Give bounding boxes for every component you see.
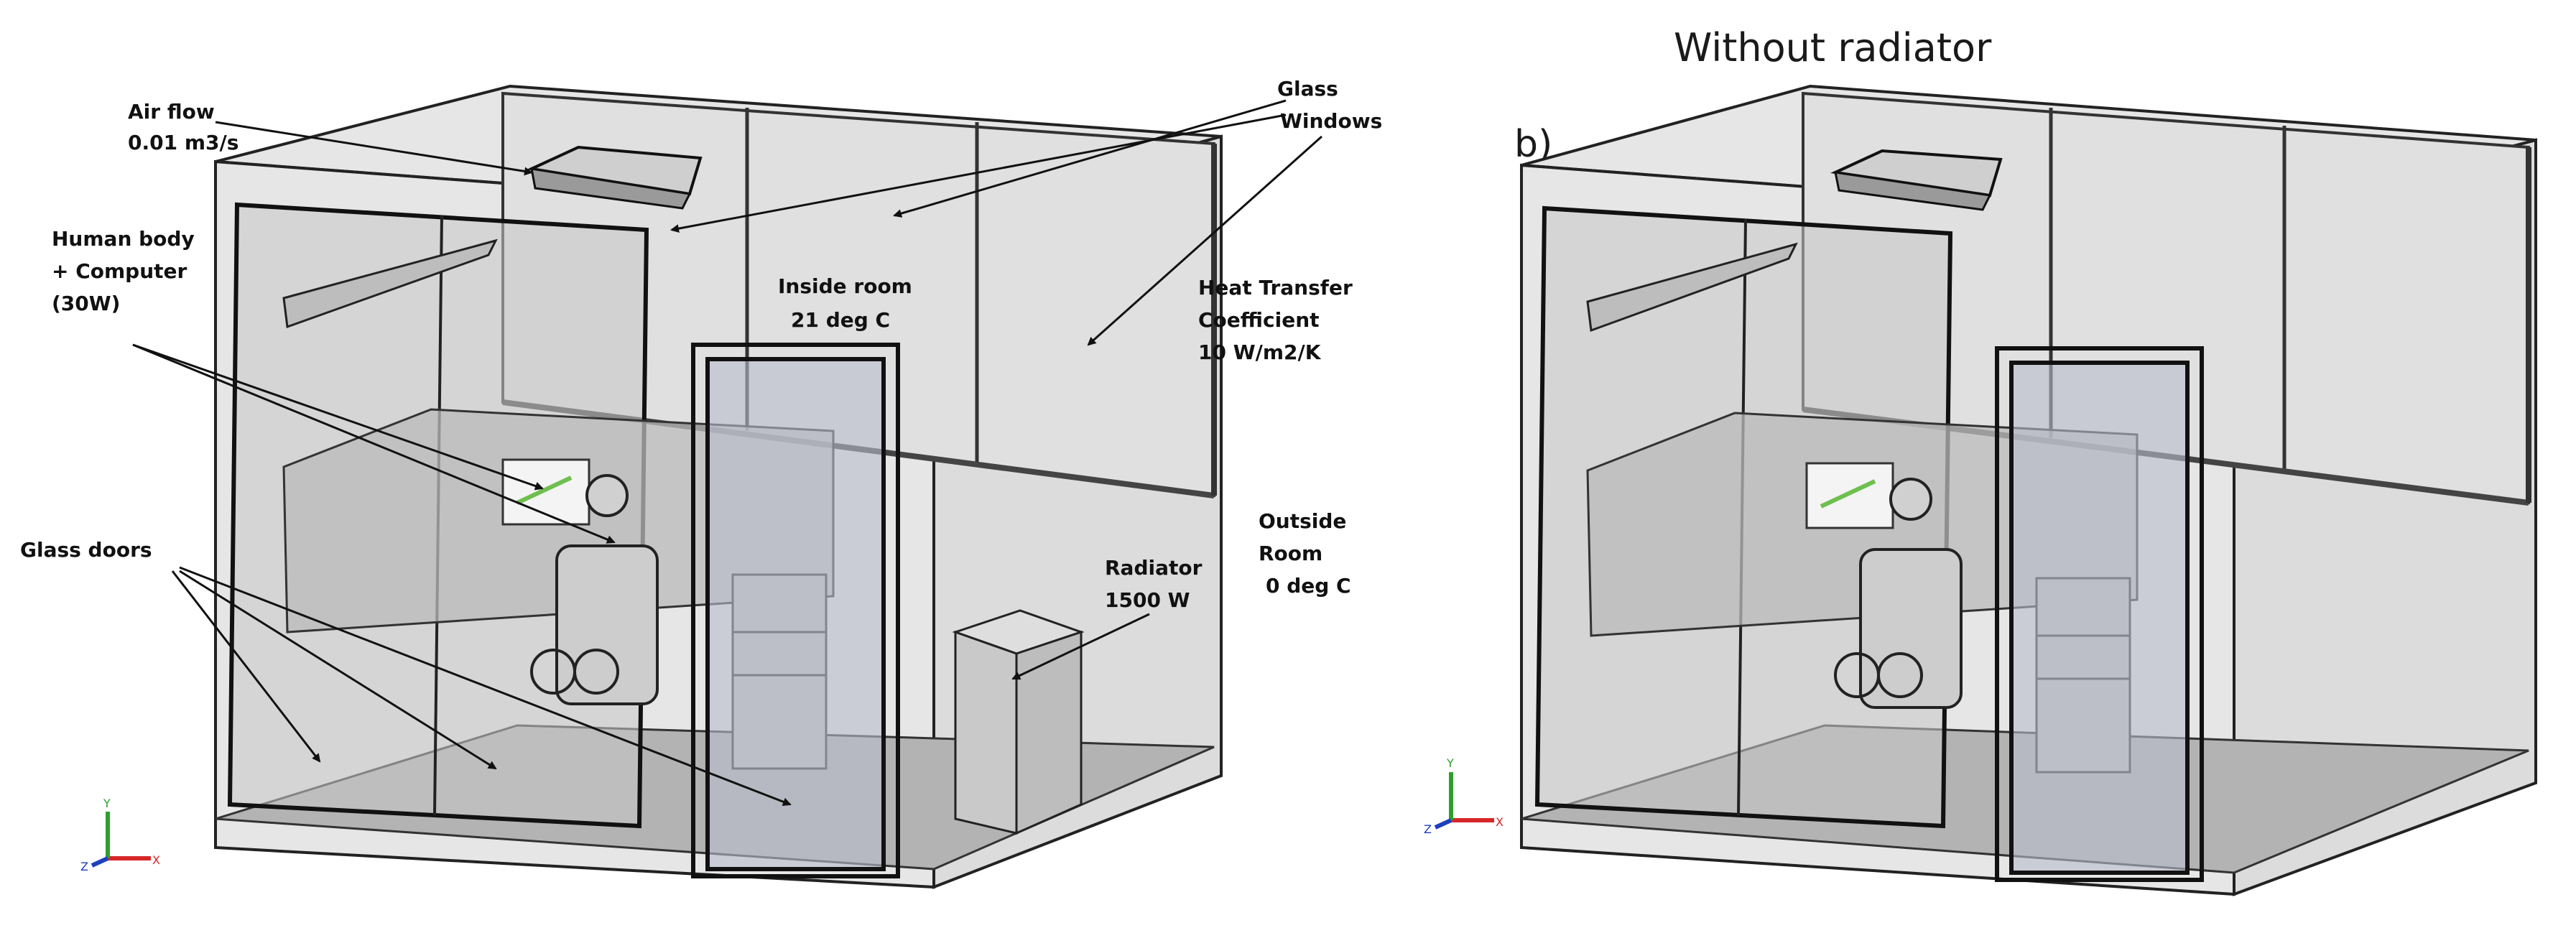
air-vent [1830, 149, 2003, 211]
label-air-flow: Air flow 0.01 m3/s [128, 100, 238, 154]
arrow-glass-windows-2 [670, 113, 1287, 233]
axis-z-label: Z [1424, 822, 1432, 836]
label-outside-room: Outside Room 0 deg C [1259, 509, 1353, 598]
wall-light [282, 238, 498, 329]
axis-y-label: Y [103, 797, 111, 810]
wall-light [1586, 242, 1798, 333]
panel-b-title: Without radiator [1674, 25, 1992, 70]
arrow-glass-windows-1 [893, 99, 1287, 218]
panel-a-room-model [214, 84, 1223, 889]
arrow-glass-windows-3 [1087, 135, 1322, 346]
axis-y-label: Y [1446, 756, 1454, 770]
arrow-glass-doors-3 [179, 566, 792, 806]
leader-arrows [132, 99, 1322, 806]
axis-x-label: X [152, 853, 160, 867]
main-door [1995, 346, 2204, 882]
arrow-human-body-1 [132, 343, 544, 491]
arrow-glass-doors-1 [171, 570, 321, 763]
label-human-body: Human body + Computer (30W) [52, 227, 201, 315]
axis-x-label: X [1496, 815, 1504, 829]
main-door [691, 343, 900, 878]
axis-z-label: Z [80, 860, 88, 873]
air-vent [527, 145, 703, 210]
panel-b-room-model [1520, 84, 2537, 896]
label-heat-transfer: Heat Transfer Coefficient 10 W/m2/K [1198, 276, 1360, 364]
label-inside-room: Inside room 21 deg C [778, 274, 919, 332]
arrow-air-flow [215, 121, 533, 176]
axis-triad-b: X Y Z [1424, 756, 1504, 836]
arrow-radiator [1011, 613, 1150, 680]
radiator [952, 609, 1085, 835]
label-glass-windows: Glass Windows [1277, 77, 1382, 133]
label-glass-doors: Glass doors [20, 538, 152, 562]
arrow-glass-doors-2 [179, 570, 497, 770]
panel-a-labels: Air flow 0.01 m3/s Glass Windows Human b… [20, 77, 1382, 612]
arrow-human-body-2 [132, 343, 616, 544]
axis-triad-a: X Y Z [80, 797, 160, 873]
label-radiator: Radiator 1500 W [1105, 556, 1209, 612]
